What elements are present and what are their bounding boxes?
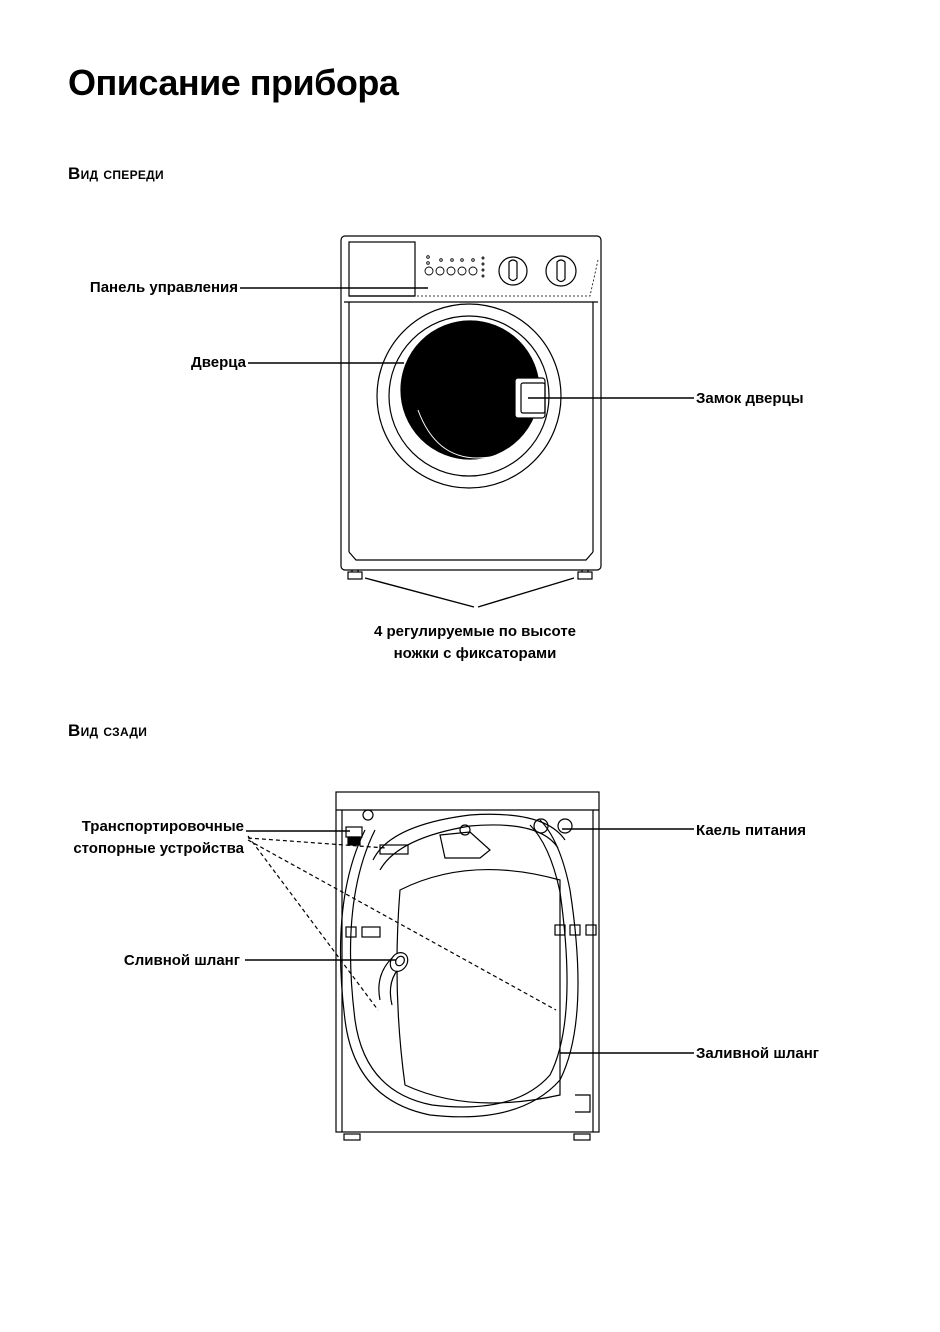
front-view-drawing [340, 235, 602, 580]
front-view-heading: Вид спереди [68, 164, 164, 183]
page-title: Описание прибора [68, 62, 399, 103]
transport-bolts-label-line1: Транспортировочные [81, 818, 244, 835]
feet-label-line2: ножки с фиксаторами [393, 645, 557, 662]
rear-view-heading: Вид сзади [68, 721, 148, 740]
control-panel-label: Панель управления [89, 279, 238, 296]
transport-bolts-label-line2: стопорные устройства [73, 840, 244, 857]
door-label: Дверца [191, 354, 246, 371]
feet-label-line1: 4 регулируемые по высоте [373, 623, 577, 640]
door-lock-label: Замок дверцы [696, 390, 804, 407]
rear-view-drawing [335, 791, 600, 1141]
inlet-hose-label: Заливной шланг [696, 1045, 820, 1062]
power-cable-label: Каель питания [696, 822, 806, 839]
drain-hose-label: Сливной шланг [123, 952, 240, 969]
